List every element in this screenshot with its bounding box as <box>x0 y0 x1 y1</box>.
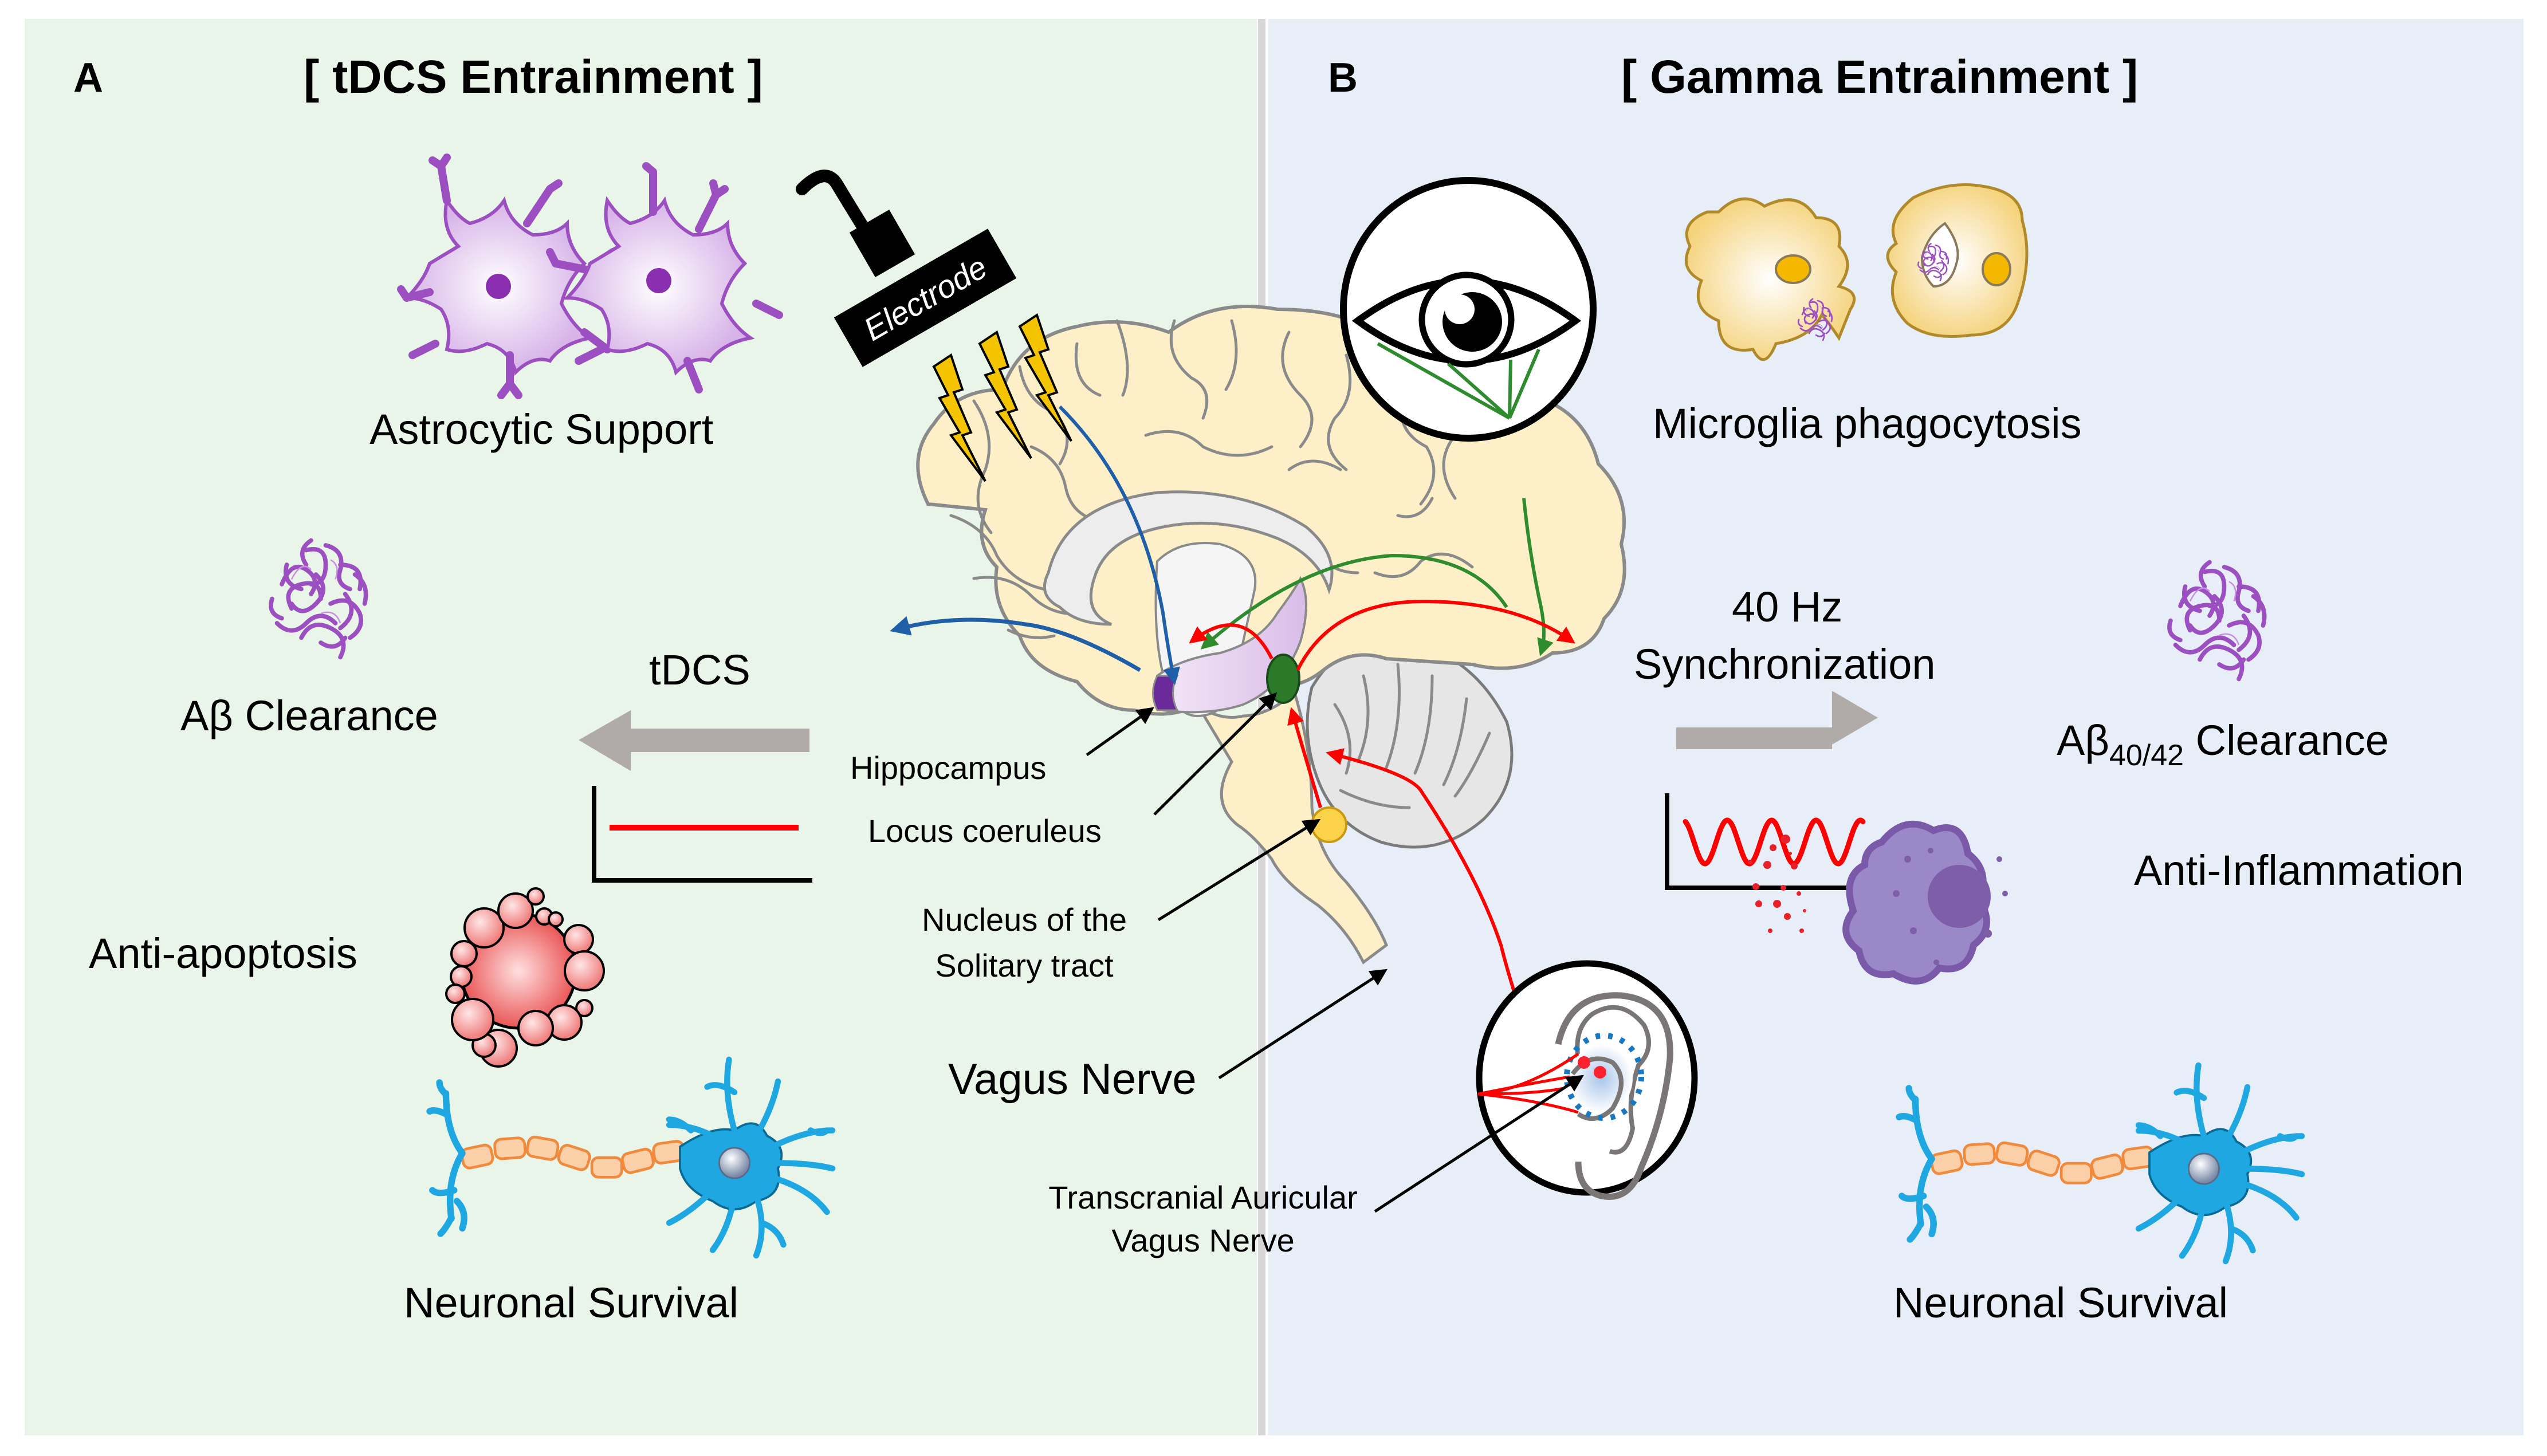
locus-coeruleus-label: Locus coeruleus <box>868 813 1102 849</box>
tdcs-pathway-arrow <box>1058 405 1181 685</box>
astrocytic-support-label: Astrocytic Support <box>370 406 714 453</box>
panel-b-title: [ Gamma Entrainment ] <box>1621 51 2138 103</box>
tdcs-stimulus-label: tDCS <box>649 646 750 694</box>
panel-b-letter: B <box>1328 55 1358 101</box>
vagus-nerve-pointer <box>1218 969 1388 1080</box>
corpus-callosum <box>1043 490 1334 626</box>
nts-label-line2: Solitary tract <box>935 947 1114 983</box>
panel-a-title: [ tDCS Entrainment ] <box>304 51 763 103</box>
vagus-nerve-label: Vagus Nerve <box>948 1055 1197 1104</box>
nts-label-line1: Nucleus of the <box>922 902 1127 938</box>
gamma-frequency-label: 40 Hz <box>1732 583 1842 631</box>
astrocyte-icon <box>397 154 783 399</box>
nts-to-lc-arrow <box>1287 707 1322 808</box>
tdcs-output-arrow <box>890 616 1141 672</box>
hippocampus-label: Hippocampus <box>850 750 1046 786</box>
hippocampus-pointer <box>1086 707 1154 757</box>
anti-inflammation-label: Anti-Inflammation <box>2134 847 2464 894</box>
tavn-label-line2: Vagus Nerve <box>1111 1222 1295 1258</box>
brainstem <box>1196 690 1389 965</box>
locus-coeruleus-structure <box>1266 654 1300 704</box>
visual-to-hippocampus-arrow <box>1200 553 1508 650</box>
nts-structure <box>1311 806 1347 843</box>
anti-apoptosis-label: Anti-apoptosis <box>89 930 357 977</box>
nts-pointer <box>1157 818 1321 922</box>
electrode-wires <box>1477 1052 1579 1114</box>
ear-stimulus-icon <box>1476 960 1698 1200</box>
visual-pathway-arrow <box>1522 498 1554 656</box>
gamma-effect-arrow <box>1676 691 1878 749</box>
cytokine-dots <box>1748 835 1806 933</box>
macrophage-icon <box>1842 820 2008 985</box>
tavn-pointer <box>1374 1075 1585 1213</box>
synchronization-label: Synchronization <box>1634 640 1936 688</box>
gamma-waveform-plot <box>1665 793 1892 890</box>
tdcs-effect-arrow <box>579 710 809 771</box>
panel-a-letter: A <box>73 55 103 101</box>
lc-to-hippocampus-arrow <box>1189 623 1274 660</box>
lc-to-cortex-arrow <box>1296 599 1575 671</box>
abeta40-42-clearance-label: Aβ40/42 Clearance <box>2057 717 2389 772</box>
neuronal-survival-label-a: Neuronal Survival <box>404 1279 738 1327</box>
lightning-bolt-icon <box>932 313 1072 482</box>
apoptotic-cell-icon <box>445 887 605 1068</box>
neuronal-survival-label-b: Neuronal Survival <box>1893 1279 2228 1327</box>
electrode-device: Electrode <box>796 170 1072 482</box>
abeta-clearance-label-a: Aβ Clearance <box>180 692 438 739</box>
microglia-phagocytosis-label: Microglia phagocytosis <box>1653 400 2082 447</box>
optic-nerve-lines <box>1377 342 1540 420</box>
microglia-icon <box>1684 183 2029 361</box>
locus-coeruleus-pointer <box>1153 692 1278 816</box>
eye-stimulus-icon <box>1340 177 1597 442</box>
sine-wave-line <box>1683 817 1866 867</box>
tdcs-waveform-plot <box>592 786 812 883</box>
tavn-label-line1: Transcranial Auricular <box>1048 1179 1357 1215</box>
